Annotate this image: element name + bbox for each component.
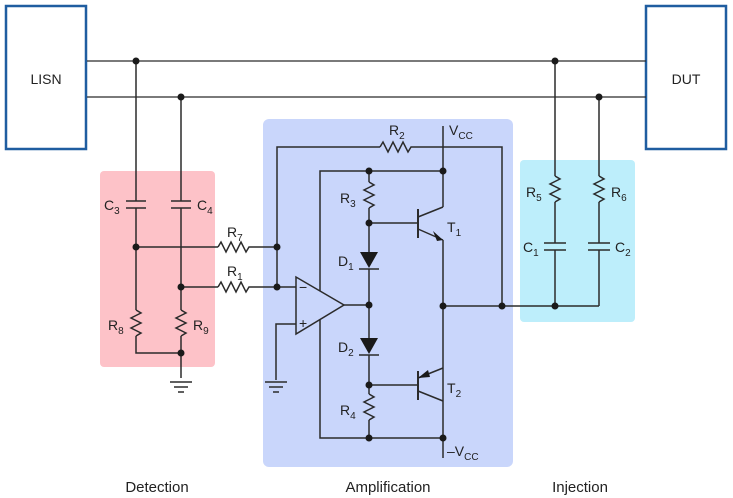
label-c3: C3 (104, 197, 120, 217)
dut-label: DUT (672, 71, 701, 87)
label-vcc: VCC (449, 122, 473, 142)
detection-network (126, 61, 277, 393)
label-d2: D2 (338, 339, 354, 359)
section-label-amplification: Amplification (345, 479, 430, 496)
section-label-detection: Detection (125, 479, 188, 496)
label-r9: R9 (193, 317, 209, 337)
diode-d1 (360, 252, 378, 268)
detection-region (100, 171, 215, 367)
section-label-injection: Injection (552, 479, 608, 496)
label-t2: T2 (447, 380, 462, 400)
label-r8: R8 (108, 317, 124, 337)
dut-block (644, 4, 728, 151)
label-r2: R2 (389, 122, 405, 142)
label-r7: R7 (227, 224, 243, 244)
label-r3: R3 (340, 190, 356, 210)
label-c2: C2 (615, 239, 631, 259)
label-c1: C1 (523, 239, 539, 259)
label-r4: R4 (340, 402, 356, 422)
amplification-network (265, 126, 599, 458)
label-t1: T1 (447, 219, 462, 239)
injection-network (544, 61, 610, 306)
label-neg-vcc: –VCC (447, 443, 479, 463)
label-r1: R1 (227, 263, 243, 283)
lisn-block (4, 4, 88, 151)
label-d1: D1 (338, 253, 354, 273)
label-r6: R6 (611, 184, 627, 204)
label-r5: R5 (526, 184, 542, 204)
lisn-label: LISN (30, 71, 61, 87)
opamp-minus: − (299, 279, 307, 295)
opamp-plus: + (299, 315, 307, 331)
label-c4: C4 (197, 197, 213, 217)
amplification-region (263, 119, 513, 467)
diode-d2 (360, 338, 378, 354)
injection-region (520, 160, 635, 322)
